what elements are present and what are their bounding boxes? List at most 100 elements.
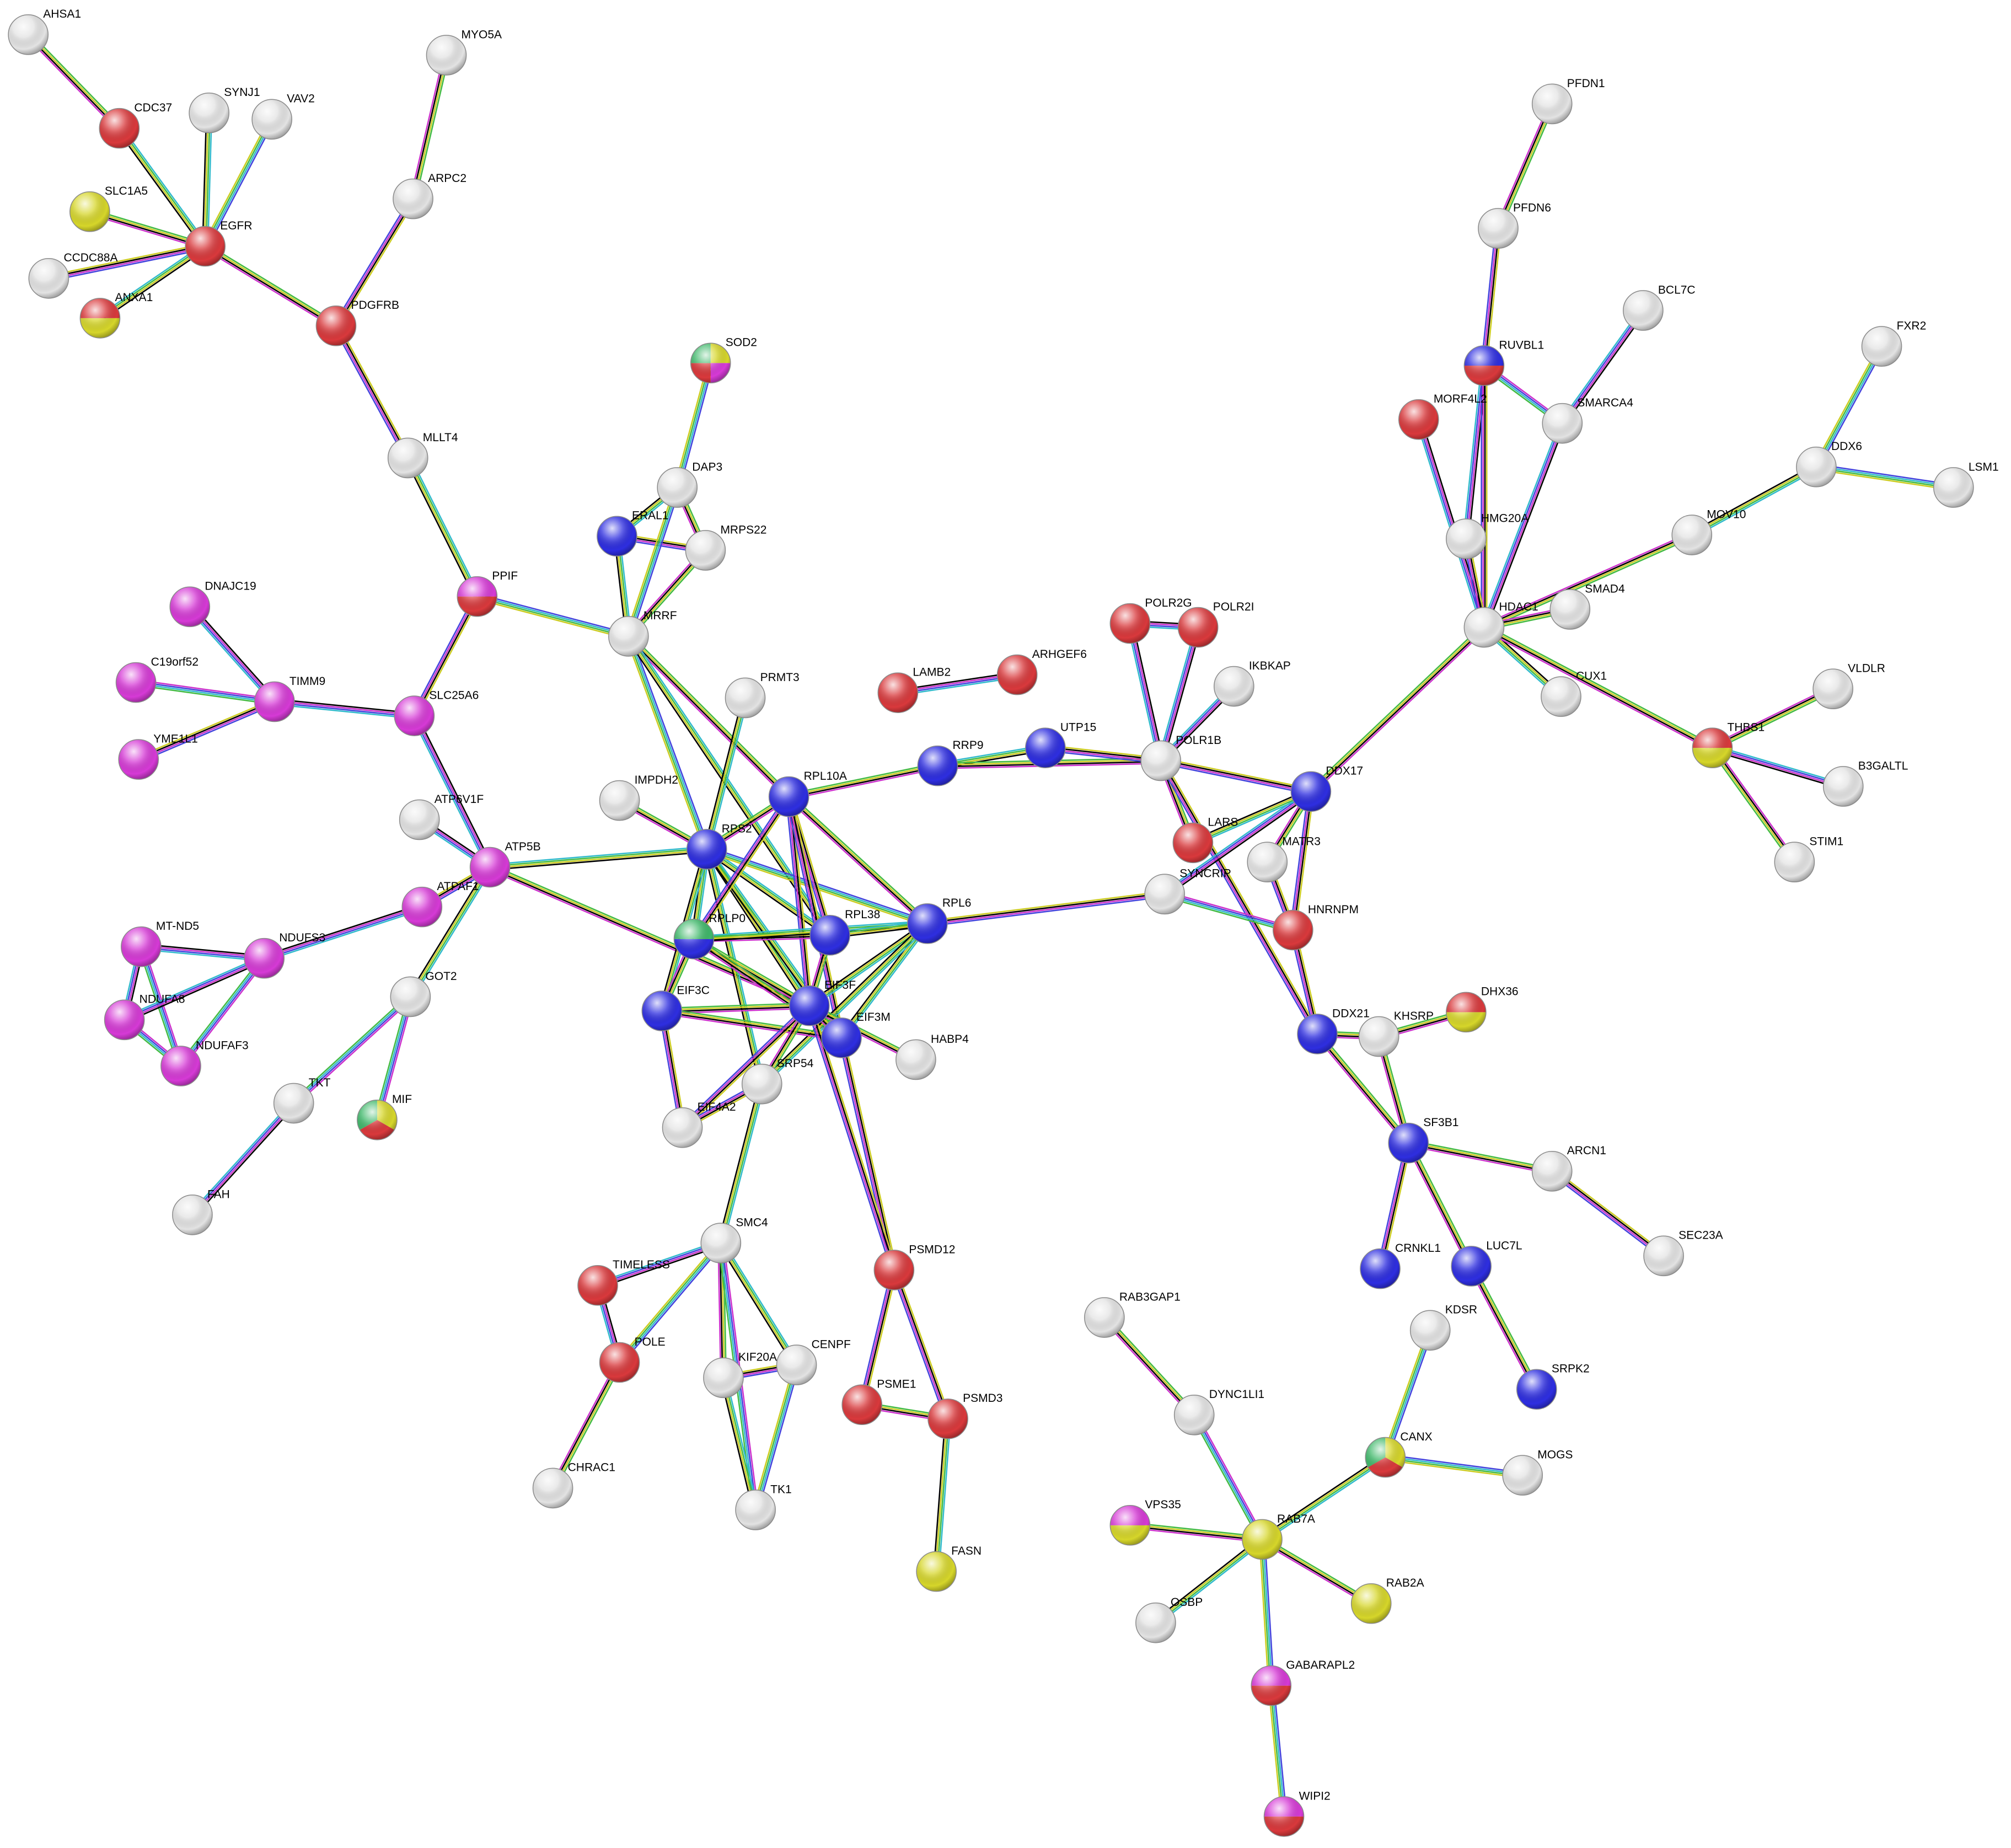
node-srp54[interactable]: SRP54	[741, 1057, 814, 1105]
node-atp5b[interactable]: ATP5B	[469, 840, 541, 888]
node-timm9[interactable]: TIMM9	[254, 675, 325, 722]
node-vldlr[interactable]: VLDLR	[1812, 662, 1885, 709]
node-mov10[interactable]: MOV10	[1671, 508, 1746, 555]
node-pdgfrb[interactable]: PDGFRB	[315, 299, 399, 346]
node-fxr2[interactable]: FXR2	[1861, 319, 1926, 367]
node-impdh2[interactable]: IMPDH2	[599, 774, 678, 821]
node-egfr[interactable]: EGFR	[185, 219, 253, 267]
node-ndufs3[interactable]: NDUFS3	[244, 931, 325, 979]
node-mif[interactable]: MIF	[357, 1093, 412, 1140]
node-slc25a6[interactable]: SLC25A6	[394, 689, 479, 736]
node-ndufa8[interactable]: NDUFA8	[104, 993, 185, 1041]
node-smarca4[interactable]: SMARCA4	[1542, 397, 1633, 444]
node-utp15[interactable]: UTP15	[1025, 721, 1096, 768]
node-ndufaf3[interactable]: NDUFAF3	[160, 1039, 249, 1086]
node-thbs1[interactable]: THBS1	[1692, 721, 1765, 768]
node-eif4a2[interactable]: EIF4A2	[662, 1101, 736, 1148]
node-eral1[interactable]: ERAL1	[597, 510, 669, 557]
node-prmt3[interactable]: PRMT3	[725, 671, 800, 719]
node-atp6v1f[interactable]: ATP6V1F	[399, 793, 484, 840]
node-vav2[interactable]: VAV2	[251, 93, 315, 140]
node-arpc2[interactable]: ARPC2	[393, 172, 466, 219]
node-rpl38[interactable]: RPL38	[809, 908, 880, 956]
node-chrac1[interactable]: CHRAC1	[532, 1461, 615, 1509]
node-srpk2[interactable]: SRPK2	[1516, 1363, 1590, 1410]
node-fah[interactable]: FAH	[172, 1188, 230, 1235]
node-atpaf1[interactable]: ATPAF1	[401, 880, 479, 928]
node-mrrf[interactable]: MRRF	[608, 609, 677, 657]
node-polr1b[interactable]: POLR1B	[1140, 734, 1221, 781]
node-eif3c[interactable]: EIF3C	[641, 984, 710, 1031]
node-ahsa1[interactable]: AHSA1	[8, 8, 81, 55]
node-bcl7c[interactable]: BCL7C	[1623, 283, 1696, 331]
node-morf4l2[interactable]: MORF4L2	[1398, 393, 1487, 440]
node-vps35[interactable]: VPS35	[1109, 1498, 1181, 1546]
node-dnajc19[interactable]: DNAJC19	[169, 580, 256, 628]
node-dap3[interactable]: DAP3	[657, 460, 722, 508]
node-mrps22[interactable]: MRPS22	[685, 523, 766, 571]
node-hnrnpm[interactable]: HNRNPM	[1273, 903, 1359, 951]
node-eif3f[interactable]: EIF3F	[789, 979, 856, 1026]
node-rrp9[interactable]: RRP9	[917, 739, 984, 786]
node-synj1[interactable]: SYNJ1	[189, 86, 260, 133]
node-wipi2[interactable]: WIPI2	[1263, 1790, 1331, 1837]
node-dync1li1[interactable]: DYNC1LI1	[1173, 1388, 1264, 1435]
node-ikbkap[interactable]: IKBKAP	[1213, 660, 1291, 707]
node-pole[interactable]: POLE	[599, 1336, 666, 1383]
node-tkt[interactable]: TKT	[273, 1076, 331, 1124]
node-crnkl1[interactable]: CRNKL1	[1360, 1242, 1441, 1289]
node-fasn[interactable]: FASN	[916, 1545, 982, 1592]
node-ddx6[interactable]: DDX6	[1796, 440, 1862, 488]
node-cux1[interactable]: CUX1	[1541, 669, 1607, 717]
node-ppif[interactable]: PPIF	[457, 570, 518, 617]
node-rpl6[interactable]: RPL6	[907, 897, 972, 944]
node-habp4[interactable]: HABP4	[895, 1033, 969, 1080]
node-myo5a[interactable]: MYO5A	[426, 28, 502, 76]
node-pfdn1[interactable]: PFDN1	[1531, 77, 1605, 125]
node-lsm1[interactable]: LSM1	[1933, 460, 1999, 508]
node-slc1a5[interactable]: SLC1A5	[69, 185, 148, 232]
node-ddx21[interactable]: DDX21	[1297, 1007, 1370, 1054]
node-smad4[interactable]: SMAD4	[1549, 582, 1625, 630]
node-cdc37[interactable]: CDC37	[99, 101, 172, 149]
node-stim1[interactable]: STIM1	[1774, 835, 1843, 883]
node-lamb2[interactable]: LAMB2	[877, 666, 951, 713]
node-luc7l[interactable]: LUC7L	[1451, 1239, 1522, 1287]
node-canx[interactable]: CANX	[1365, 1431, 1433, 1478]
node-tk1[interactable]: TK1	[735, 1483, 792, 1530]
node-syncrip[interactable]: SYNCRIP	[1144, 867, 1231, 915]
node-polr2i[interactable]: POLR2I	[1177, 601, 1254, 648]
node-yme1l1[interactable]: YME1L1	[118, 732, 198, 780]
node-ddx17[interactable]: DDX17	[1290, 765, 1363, 812]
node-mogs[interactable]: MOGS	[1502, 1448, 1573, 1496]
node-arcn1[interactable]: ARCN1	[1531, 1144, 1606, 1192]
node-c19orf52[interactable]: C19orf52	[115, 656, 199, 703]
node-rab7a[interactable]: RAB7A	[1242, 1513, 1315, 1560]
node-pfdn6[interactable]: PFDN6	[1478, 201, 1551, 249]
node-hmg20a[interactable]: HMG20A	[1446, 512, 1529, 559]
node-psmd3[interactable]: PSMD3	[927, 1392, 1002, 1439]
node-rplp0[interactable]: RPLP0	[673, 912, 746, 960]
node-b3galtl[interactable]: B3GALTL	[1822, 759, 1908, 807]
node-rab3gap1[interactable]: RAB3GAP1	[1084, 1290, 1181, 1338]
node-smc4[interactable]: SMC4	[700, 1216, 768, 1263]
node-rpl10a[interactable]: RPL10A	[768, 770, 847, 817]
node-khsrp[interactable]: KHSRP	[1358, 1010, 1434, 1057]
node-osbp[interactable]: OSBP	[1135, 1596, 1203, 1643]
node-ruvbl1[interactable]: RUVBL1	[1463, 339, 1544, 386]
node-sf3b1[interactable]: SF3B1	[1388, 1116, 1458, 1164]
node-gabarapl2[interactable]: GABARAPL2	[1251, 1659, 1355, 1706]
node-cenpf[interactable]: CENPF	[776, 1338, 851, 1385]
node-psmd12[interactable]: PSMD12	[873, 1243, 955, 1290]
node-kif20a[interactable]: KIF20A	[703, 1351, 777, 1399]
node-mt-nd5[interactable]: MT-ND5	[121, 920, 199, 967]
node-ccdc88a[interactable]: CCDC88A	[28, 251, 117, 299]
node-polr2g[interactable]: POLR2G	[1109, 597, 1192, 644]
node-arhgef6[interactable]: ARHGEF6	[996, 648, 1087, 695]
node-sod2[interactable]: SOD2	[690, 336, 757, 384]
node-rps2[interactable]: RPS2	[686, 822, 752, 870]
node-mllt4[interactable]: MLLT4	[387, 431, 458, 479]
node-got2[interactable]: GOT2	[390, 970, 457, 1017]
node-kdsr[interactable]: KDSR	[1409, 1304, 1477, 1351]
node-dhx36[interactable]: DHX36	[1446, 985, 1519, 1033]
